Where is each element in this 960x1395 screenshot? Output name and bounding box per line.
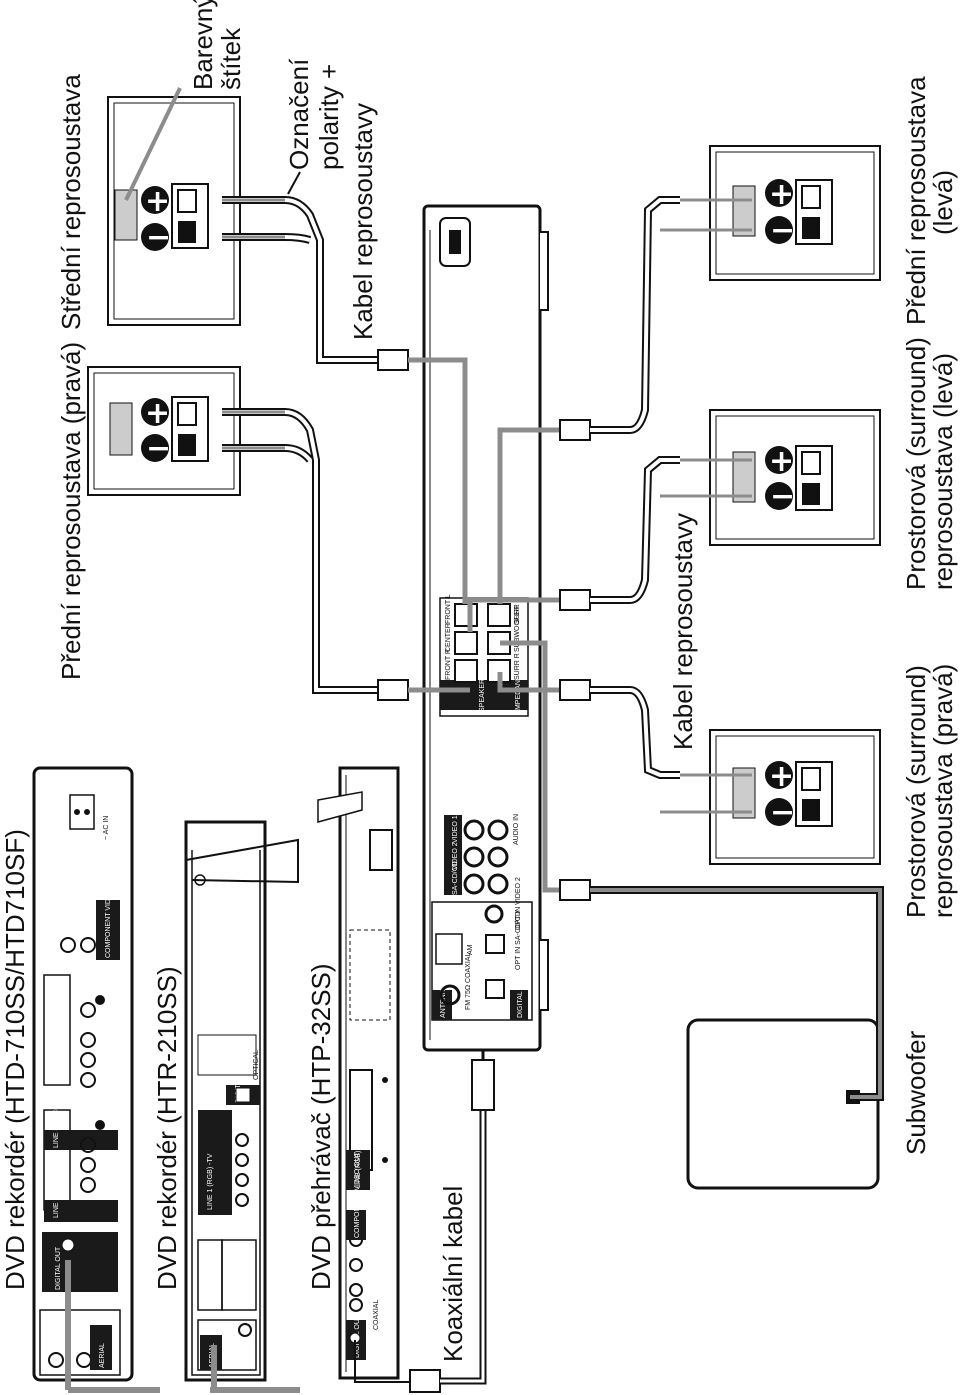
surround-left-cable <box>467 456 752 632</box>
coaxial-cable <box>65 1040 495 1393</box>
svg-text:+: + <box>769 177 794 212</box>
svg-text:SUBWOOFER: SUBWOOFER <box>514 606 521 652</box>
front-left-label-2: (levá) <box>928 170 958 235</box>
svg-text:AM: AM <box>467 944 474 955</box>
svg-text:FM 75Ω COAXIAL: FM 75Ω COAXIAL <box>465 953 472 1010</box>
center-speaker: + − <box>107 87 241 326</box>
svg-text:COMPONENT VIDEO OUT: COMPONENT VIDEO OUT <box>105 871 112 958</box>
surround-left-speaker: + − <box>709 409 881 546</box>
coaxial-cable-label: Koaxiální kabel <box>438 1186 468 1362</box>
speaker-cable-mid-label: Kabel reprosoustavy <box>668 513 698 750</box>
svg-text:+: + <box>145 184 170 219</box>
svg-text:LINE 1 (RGB): LINE 1 (RGB) <box>53 1175 60 1218</box>
svg-text:−: − <box>770 479 795 514</box>
svg-text:COMPONENT VIDEO OUT: COMPONENT VIDEO OUT <box>354 1151 361 1238</box>
speaker-cable-top-label: Kabel reprosoustavy <box>348 103 378 340</box>
surround-right-cable <box>497 672 752 814</box>
polarity-label: Označení <box>284 58 314 170</box>
svg-text:−: − <box>146 220 171 255</box>
color-tag-label-2: štítek <box>216 27 246 90</box>
polarity-label-2: polarity + <box>314 64 344 170</box>
svg-text:SURR L: SURR L <box>514 598 521 624</box>
svg-text:~ AC IN: ~ AC IN <box>103 816 110 840</box>
svg-text:OPT IN SA-CD/CD: OPT IN SA-CD/CD <box>515 911 522 970</box>
svg-text:OPT IN VIDEO 2: OPT IN VIDEO 2 <box>515 877 522 930</box>
front-right-speaker: + − <box>87 366 241 496</box>
svg-text:CENTER: CENTER <box>445 623 452 652</box>
surround-left-label: Prostorová (surround) <box>901 337 931 590</box>
front-left-cable <box>497 196 752 604</box>
svg-text:LINE 1 (RGB) -TV: LINE 1 (RGB) -TV <box>207 1153 214 1210</box>
svg-text:FRONT L: FRONT L <box>445 594 452 624</box>
svg-text:DIGITAL OUT: DIGITAL OUT <box>235 1059 242 1103</box>
subwoofer-cable <box>500 640 884 1101</box>
front-left-speaker: + − <box>709 145 881 281</box>
front-left-label: Přední reprosoustava <box>901 76 931 325</box>
svg-text:FRONT R: FRONT R <box>445 649 452 680</box>
svg-text:+: + <box>769 759 794 794</box>
dvd-recorder-710-panel: DIGITAL OUT LINE 1 (RGB) LINE 3/DECODER … <box>32 766 134 1382</box>
color-tag-label: Barevný <box>188 0 218 90</box>
dvd-player-32-label: DVD přehrávač (HTP-32SS) <box>306 963 336 1290</box>
polarity-pointer <box>287 171 301 195</box>
svg-text:VIDEO 1: VIDEO 1 <box>452 815 459 843</box>
svg-text:AUDIO IN: AUDIO IN <box>513 814 520 845</box>
subwoofer <box>686 1018 880 1190</box>
svg-text:IMPEDANCE USE 4~16Ω: IMPEDANCE USE 4~16Ω <box>515 631 522 712</box>
svg-text:AERIAL: AERIAL <box>99 1343 106 1368</box>
svg-text:+: + <box>769 444 794 479</box>
dvd-recorder-210-panel: LINE 1 (RGB) -TV DIGITAL OUT OPTICAL AER… <box>184 820 299 1382</box>
svg-text:−: − <box>770 795 795 830</box>
surround-right-label-2: reprosoustava (pravá) <box>928 664 958 918</box>
svg-text:LINE 3/DECODER: LINE 3/DECODER <box>53 1090 60 1148</box>
front-right-label: Přední reprosoustava (pravá) <box>56 342 86 680</box>
receiver-unit: SPEAKERS IMPEDANCE USE 4~16Ω FRONT R CEN… <box>422 204 549 1052</box>
svg-text:SPEAKERS: SPEAKERS <box>479 674 486 712</box>
subwoofer-label: Subwoofer <box>901 1030 931 1155</box>
surround-right-label: Prostorová (surround) <box>901 665 931 918</box>
svg-text:LINE (RGB) -TV: LINE (RGB) -TV <box>355 1137 362 1188</box>
svg-text:VIDEO 2: VIDEO 2 <box>452 842 459 870</box>
dvd-player-32-panel: LINE (RGB) -TV COMPONENT VIDEO OUT DIGIT… <box>317 766 400 1380</box>
svg-text:DIGITAL: DIGITAL <box>517 991 524 1018</box>
svg-text:COAXIAL: COAXIAL <box>373 1300 380 1330</box>
center-label: Střední reprosoustava <box>56 74 86 330</box>
dvd-recorder-210-label: DVD rekordér (HTR-210SS) <box>152 966 182 1290</box>
surround-right-speaker: + − <box>709 729 881 865</box>
svg-text:−: − <box>146 431 171 466</box>
surround-left-label-2: reprosoustava (levá) <box>928 353 958 590</box>
svg-text:+: + <box>145 396 170 431</box>
svg-text:DIGITAL OUT: DIGITAL OUT <box>55 1246 62 1290</box>
center-cable <box>222 196 468 604</box>
front-right-cable <box>222 408 470 701</box>
svg-text:SURR R: SURR R <box>514 653 521 680</box>
svg-text:−: − <box>770 213 795 248</box>
dvd-recorder-710-label: DVD rekordér (HTD-710SS/HTD710SF) <box>0 829 30 1290</box>
svg-text:SA-CD/CD: SA-CD/CD <box>452 861 459 895</box>
